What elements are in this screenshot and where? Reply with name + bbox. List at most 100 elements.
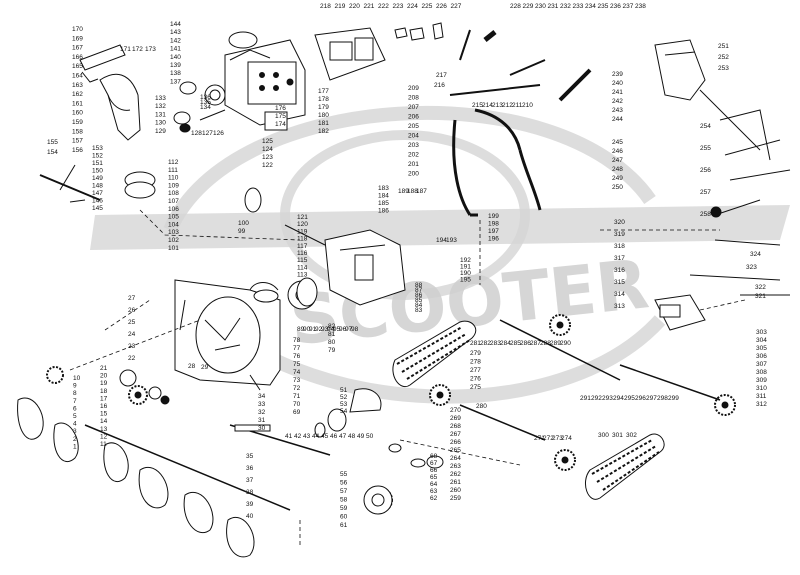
callout-107: 107	[168, 198, 179, 205]
callout-307: 307	[756, 361, 767, 368]
callout-86: 86	[415, 292, 423, 299]
callout-numbers: 1234567891011121314151617181920212223242…	[47, 3, 767, 529]
callout-286: 286	[520, 340, 531, 347]
callout-279: 279	[470, 350, 481, 357]
callout-277: 277	[470, 367, 481, 374]
callout-252: 252	[718, 54, 729, 61]
callout-131: 131	[155, 111, 166, 118]
callout-62: 62	[430, 495, 438, 502]
callout-140: 140	[170, 54, 181, 61]
callout-104: 104	[168, 221, 179, 228]
callout-48: 48	[348, 433, 356, 440]
callout-249: 249	[612, 175, 623, 182]
callout-229: 229	[523, 3, 534, 10]
callout-157: 157	[72, 138, 83, 145]
callout-142: 142	[170, 37, 181, 44]
callout-42: 42	[294, 433, 302, 440]
callout-190: 190	[460, 270, 471, 277]
callout-74: 74	[293, 369, 301, 376]
callout-47: 47	[339, 433, 347, 440]
callout-105: 105	[168, 214, 179, 221]
callout-97: 97	[345, 326, 353, 333]
callout-76: 76	[293, 353, 301, 360]
callout-299: 299	[668, 395, 679, 402]
callout-38: 38	[246, 489, 254, 496]
callout-44: 44	[312, 433, 320, 440]
callout-297: 297	[646, 395, 657, 402]
callout-167: 167	[72, 45, 83, 52]
callout-160: 160	[72, 110, 83, 117]
callout-316: 316	[614, 267, 625, 274]
callout-81: 81	[328, 331, 336, 338]
callout-284: 284	[500, 340, 511, 347]
callout-298: 298	[657, 395, 668, 402]
callout-115: 115	[297, 257, 308, 264]
callout-221: 221	[364, 3, 375, 10]
callout-220: 220	[349, 3, 360, 10]
callout-321: 321	[755, 293, 766, 300]
callout-112: 112	[168, 159, 179, 166]
callout-324: 324	[750, 251, 761, 258]
callout-192: 192	[460, 257, 471, 264]
callout-257: 257	[700, 189, 711, 196]
callout-54: 54	[340, 408, 348, 415]
callout-296: 296	[635, 395, 646, 402]
callout-186: 186	[378, 208, 389, 215]
parts-layer	[17, 22, 791, 558]
callout-9: 9	[73, 383, 77, 390]
callout-15: 15	[100, 411, 108, 418]
callout-25: 25	[128, 319, 136, 326]
callout-189: 189	[398, 188, 409, 195]
callout-278: 278	[470, 359, 481, 366]
callout-69: 69	[293, 409, 301, 416]
callout-133: 133	[155, 95, 166, 102]
callout-68: 68	[430, 453, 438, 460]
callout-130: 130	[155, 120, 166, 127]
auger-blades	[17, 397, 255, 558]
callout-248: 248	[612, 166, 623, 173]
auger-housing	[174, 279, 281, 391]
callout-46: 46	[330, 433, 338, 440]
callout-30: 30	[258, 425, 266, 432]
callout-17: 17	[100, 395, 108, 402]
callout-165: 165	[72, 63, 83, 70]
callout-182: 182	[318, 128, 329, 135]
callout-45: 45	[321, 433, 329, 440]
callout-82: 82	[328, 323, 336, 330]
callout-161: 161	[72, 100, 83, 107]
callout-263: 263	[450, 463, 461, 470]
callout-65: 65	[430, 474, 438, 481]
control-panel-cover	[314, 22, 444, 81]
callout-217: 217	[436, 72, 447, 79]
callout-215: 215	[472, 102, 483, 109]
callout-320: 320	[614, 219, 625, 226]
callout-294: 294	[613, 395, 624, 402]
callout-243: 243	[612, 107, 623, 114]
callout-233: 233	[573, 3, 584, 10]
callout-283: 283	[490, 340, 501, 347]
callout-177: 177	[318, 88, 329, 95]
callout-255: 255	[700, 145, 711, 152]
callout-125: 125	[262, 138, 273, 145]
callout-94: 94	[327, 326, 335, 333]
callout-6: 6	[73, 405, 77, 412]
callout-309: 309	[756, 377, 767, 384]
engine-accessories	[173, 81, 288, 133]
callout-90: 90	[303, 326, 311, 333]
callout-155: 155	[47, 139, 58, 146]
callout-134: 134	[200, 104, 211, 111]
callout-96: 96	[339, 326, 347, 333]
callout-58: 58	[340, 497, 348, 504]
callout-148: 148	[92, 183, 103, 190]
callout-253: 253	[718, 65, 729, 72]
callout-123: 123	[262, 154, 273, 161]
callout-311: 311	[756, 393, 767, 400]
callout-137: 137	[170, 78, 181, 85]
callout-39: 39	[246, 501, 254, 508]
callout-106: 106	[168, 206, 179, 213]
callout-169: 169	[72, 35, 83, 42]
callout-120: 120	[297, 221, 308, 228]
callout-234: 234	[585, 3, 596, 10]
callout-245: 245	[612, 139, 623, 146]
callout-159: 159	[72, 119, 83, 126]
